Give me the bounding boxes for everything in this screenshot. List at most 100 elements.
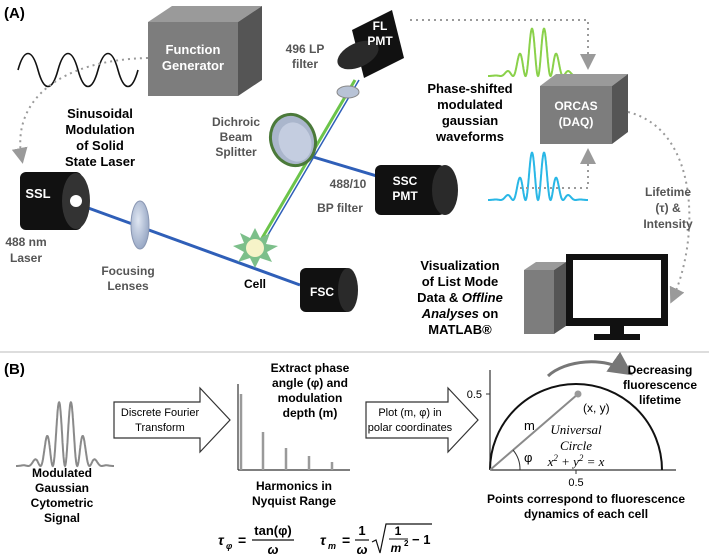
dichroic-beam-splitter: [268, 112, 318, 168]
harmonics-spectrum: [237, 384, 350, 471]
svg-text:modulation: modulation: [278, 391, 343, 405]
svg-text:Extract phase: Extract phase: [271, 361, 350, 375]
svg-text:Data & Offline: Data & Offline: [417, 290, 503, 305]
svg-text:MATLAB®: MATLAB®: [428, 322, 492, 337]
svg-text:Analyses on: Analyses on: [421, 306, 499, 321]
fl-pmt-label: FL: [373, 19, 388, 33]
svg-text:m: m: [391, 541, 402, 555]
function-generator-label-2: Generator: [162, 58, 224, 73]
svg-text:fluorescence: fluorescence: [623, 378, 697, 392]
svg-text:− 1: − 1: [412, 532, 430, 547]
universal-circle: [489, 383, 663, 471]
svg-text:ω: ω: [357, 542, 368, 557]
svg-text:Laser: Laser: [10, 251, 42, 265]
phase-shifted-text: Phase-shifted modulated gaussian wavefor…: [427, 81, 512, 144]
svg-text:angle (φ) and: angle (φ) and: [272, 376, 348, 390]
svg-text:dynamics of each cell: dynamics of each cell: [524, 507, 648, 521]
sine-wave: [17, 52, 139, 88]
svg-text:Nyquist Range: Nyquist Range: [252, 494, 336, 508]
lifetime-text: Lifetime (τ) & Intensity: [643, 185, 693, 231]
svg-text:(τ) &: (τ) &: [655, 201, 681, 215]
svg-text:2: 2: [404, 539, 409, 548]
svg-text:waveforms: waveforms: [435, 129, 504, 144]
svg-text:PMT: PMT: [367, 34, 393, 48]
decreasing-lifetime-arrow: [546, 351, 633, 378]
svg-text:ω: ω: [268, 542, 279, 557]
tick-y: 0.5: [467, 389, 482, 401]
panel-b-tag: (B): [4, 361, 25, 378]
svg-text:gaussian: gaussian: [442, 113, 498, 128]
svg-text:BP filter: BP filter: [317, 201, 363, 215]
phasor-plot: [486, 351, 676, 474]
harmonics-label: Harmonics in: [256, 479, 332, 493]
ssl-laser: SSL: [20, 172, 90, 230]
svg-text:Gaussian: Gaussian: [35, 481, 89, 495]
focusing-lenses-label: Focusing: [101, 264, 154, 278]
tau-m-equation: τ m = 1 ω 1 m 2 − 1: [320, 523, 432, 557]
sinusoidal-text: Sinusoidal Modulation of Solid State Las…: [65, 106, 135, 169]
cyan-waveform: [488, 151, 588, 202]
phasor-point: [574, 390, 582, 398]
svg-text:Signal: Signal: [44, 511, 80, 525]
lp-filter-label: 496 LP: [286, 42, 325, 56]
laser-beam: [79, 203, 301, 287]
svg-text:Modulation: Modulation: [65, 122, 134, 137]
generator-to-ssl-arrow: [11, 57, 149, 164]
fsc-label: FSC: [310, 285, 334, 299]
signal-text: Modulated Gaussian Cytometric Signal: [31, 466, 94, 525]
ssc-pmt-label: SSC: [393, 174, 418, 188]
svg-text:modulated: modulated: [437, 97, 503, 112]
laser-label: 488 nm: [5, 235, 46, 249]
svg-text:Intensity: Intensity: [643, 217, 693, 231]
panel-a-tag: (A): [4, 5, 25, 22]
function-generator-label: Function: [166, 42, 221, 57]
extract-text: Extract phase angle (φ) and modulation d…: [271, 361, 350, 420]
focusing-lens: [130, 200, 150, 250]
svg-text:(DAQ): (DAQ): [559, 115, 594, 129]
cell: [233, 228, 278, 268]
ssc-pmt: SSC PMT: [375, 165, 458, 215]
svg-text:Modulated: Modulated: [32, 466, 92, 480]
svg-text:Discrete Fourier: Discrete Fourier: [121, 407, 200, 419]
universal-circle-label: Universal: [550, 422, 602, 437]
point-label: (x, y): [583, 401, 610, 415]
svg-text:Cytometric: Cytometric: [31, 496, 94, 510]
svg-text:Phase-shifted: Phase-shifted: [427, 81, 512, 96]
orcas-daq: ORCAS (DAQ): [540, 74, 628, 144]
svg-text:τ: τ: [320, 532, 327, 548]
svg-text:Beam: Beam: [220, 130, 253, 144]
svg-text:m: m: [328, 541, 336, 551]
svg-text:Dichroic: Dichroic: [212, 115, 260, 129]
green-waveform: [488, 27, 588, 78]
svg-text:filter: filter: [292, 57, 318, 71]
phi-label: φ: [524, 450, 532, 465]
svg-text:Plot (m, φ) in: Plot (m, φ) in: [378, 407, 441, 419]
fl-to-orcas-arrow: [410, 19, 596, 70]
gaussian-signal-waveform: [16, 400, 114, 468]
svg-text:=: =: [342, 532, 350, 548]
svg-text:Circle: Circle: [560, 438, 592, 453]
svg-text:=: =: [238, 532, 246, 548]
computer-icon: [524, 254, 668, 340]
svg-text:PMT: PMT: [392, 189, 418, 203]
svg-text:Lenses: Lenses: [107, 279, 149, 293]
svg-text:Lifetime: Lifetime: [645, 185, 691, 199]
fl-pmt: FL PMT: [337, 10, 404, 78]
lp-filter: [336, 85, 360, 99]
ssl-label: SSL: [25, 186, 50, 201]
svg-text:lifetime: lifetime: [639, 393, 681, 407]
points-note: Points correspond to fluorescence: [487, 492, 685, 506]
cell-label: Cell: [244, 277, 266, 291]
svg-text:tan(φ): tan(φ): [254, 523, 291, 538]
svg-text:State Laser: State Laser: [65, 154, 135, 169]
svg-text:Decreasing: Decreasing: [628, 363, 693, 377]
svg-text:of List Mode: of List Mode: [422, 274, 499, 289]
fsc-detector: FSC: [300, 268, 358, 312]
svg-text:Sinusoidal: Sinusoidal: [67, 106, 133, 121]
function-generator: Function Generator: [148, 6, 262, 96]
svg-text:1: 1: [395, 524, 402, 538]
decreasing-text: Decreasing fluorescence lifetime: [623, 363, 697, 407]
svg-text:1: 1: [358, 523, 365, 538]
ssc-to-orcas-arrow: [520, 148, 596, 189]
